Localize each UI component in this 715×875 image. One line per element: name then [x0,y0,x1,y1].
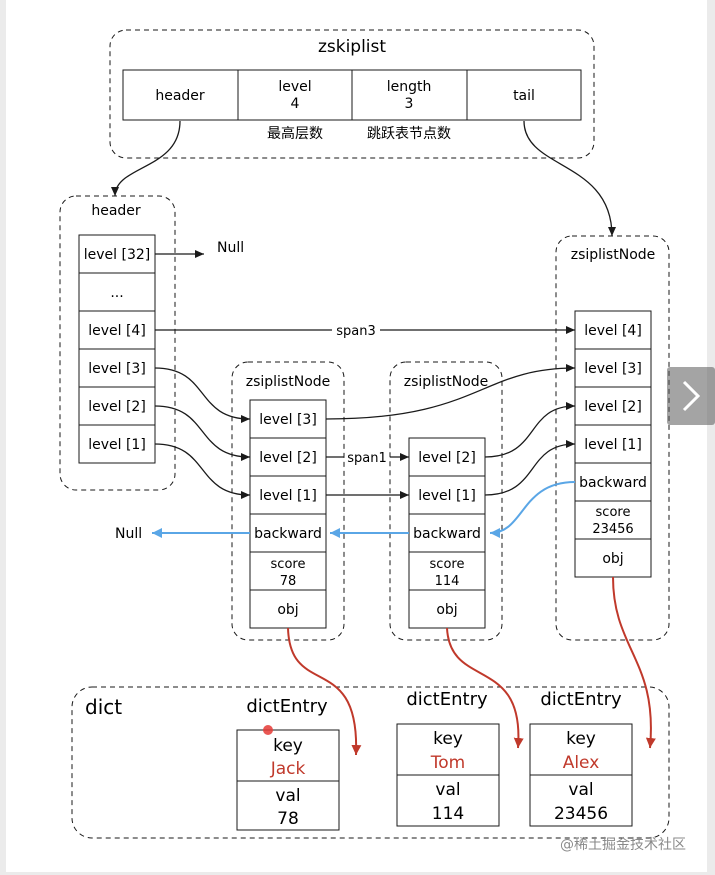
header-node: header level [32] ... level [4] level [3… [59,195,176,491]
skiplist-node-23456: zsiplistNode level [4] level [3] level [… [555,235,670,641]
dict-border [71,686,670,839]
null-backward-label: Null [115,526,142,542]
zskiplist-level-value: 4 [291,96,300,112]
dict-entry-3-title: dictEntry [540,689,622,710]
node3-score-value: 23456 [592,522,633,537]
node2-level-2: level [2] [418,450,476,466]
span3-label: span3 [336,324,376,339]
node2-border [389,361,503,641]
chevron-right-icon [682,380,701,412]
header-l3-arrow [154,367,251,423]
node2-level-1: level [1] [418,488,476,504]
backward-arrows [152,481,576,538]
node1-title: zsiplistNode [246,374,331,390]
dict-entry-3-key: Alex [563,753,600,773]
node1-level-3: level [3] [259,412,317,428]
level-caption: 最高层数 [267,125,323,142]
zskiplist-header-cell: header [155,88,205,104]
node1-level-2: level [2] [259,450,317,466]
header-level-2: level [2] [88,399,146,415]
skiplist-node-114: zsiplistNode level [2] level [1] backwar… [389,361,503,641]
dict-title: dict [85,695,122,719]
header-l1-arrow [154,443,251,499]
header-node-border [59,195,176,491]
dict-entry-2-key-label: key [433,729,463,749]
header-l2-arrow [154,405,251,461]
dict-entry-1-val: 78 [277,809,299,829]
zskiplist-title: zskiplist [318,37,386,57]
node3-score-label: score [596,505,631,520]
node3-title: zsiplistNode [571,247,656,263]
header-ellipsis: ... [110,285,123,301]
node2-backward: backward [413,526,481,542]
skiplist-node-78: zsiplistNode level [3] level [2] level [… [231,361,345,641]
next-image-button[interactable] [667,367,715,425]
obj-arrows [287,576,656,756]
node2-title: zsiplistNode [404,374,489,390]
dict-entry-1-title: dictEntry [246,696,328,717]
dict-entry-3-val-label: val [568,780,593,800]
node2-obj: obj [436,602,457,618]
pointer-arrows [111,120,616,499]
node2-obj-arrow [446,627,524,749]
dict-entry-2-title: dictEntry [406,689,488,710]
node2-score-label: score [430,557,465,572]
node1-obj-arrow [287,627,362,756]
dict-struct: dict dictEntry key Jack val 78 dictEntry… [71,686,670,839]
node3-level-4: level [4] [584,323,642,339]
node3-backward: backward [579,475,647,491]
node1-l3-arrow [325,364,576,420]
node1-score-value: 78 [280,574,297,589]
dict-entry-2-key: Tom [430,753,465,773]
header-pointer-arrow [111,120,181,197]
node2-score-value: 114 [435,574,460,589]
zskiplist-tail-cell: tail [513,88,535,104]
node1-level-1: level [1] [259,488,317,504]
zskiplist-struct: zskiplist header level 4 length 3 tail 最… [109,29,595,159]
cursor-dot [263,725,273,735]
node2-l1-arrow [484,440,576,496]
length-caption: 跳跃表节点数 [367,126,451,142]
dict-entry-3-val: 23456 [554,804,608,824]
dict-entry-1-key: Jack [270,759,306,779]
null-top-label: Null [217,240,244,256]
node3-level-1: level [1] [584,437,642,453]
node3-level-3: level [3] [584,361,642,377]
zskiplist-level-cell: level [278,79,311,95]
dict-entry-3-key-label: key [566,729,596,749]
node3-level-2: level [2] [584,399,642,415]
zskiplist-border [109,29,595,159]
span1-label: span1 [347,451,387,466]
zskiplist-length-value: 3 [405,96,414,112]
dict-entry-2-val-label: val [435,780,460,800]
dict-entry-2-val: 114 [432,804,464,824]
source-watermark: @稀土掘金技术社区 [560,837,686,853]
header-level-3: level [3] [88,361,146,377]
node1-backward: backward [254,526,322,542]
node3-obj-arrow [612,576,656,749]
header-node-title: header [91,203,141,219]
node2-l2-arrow [484,402,576,458]
header-level-1: level [1] [88,437,146,453]
dict-entry-1-key-label: key [273,736,303,756]
header-level-4: level [4] [88,323,146,339]
node1-score-label: score [271,557,306,572]
node3-obj: obj [602,551,623,567]
header-level-32: level [32] [84,247,150,263]
node1-obj: obj [277,602,298,618]
node1-border [231,361,345,641]
zskiplist-length-cell: length [387,79,432,95]
dict-entry-1-val-label: val [275,786,300,806]
tail-pointer-arrow [523,120,616,237]
node3-backward-arrow [489,481,576,538]
